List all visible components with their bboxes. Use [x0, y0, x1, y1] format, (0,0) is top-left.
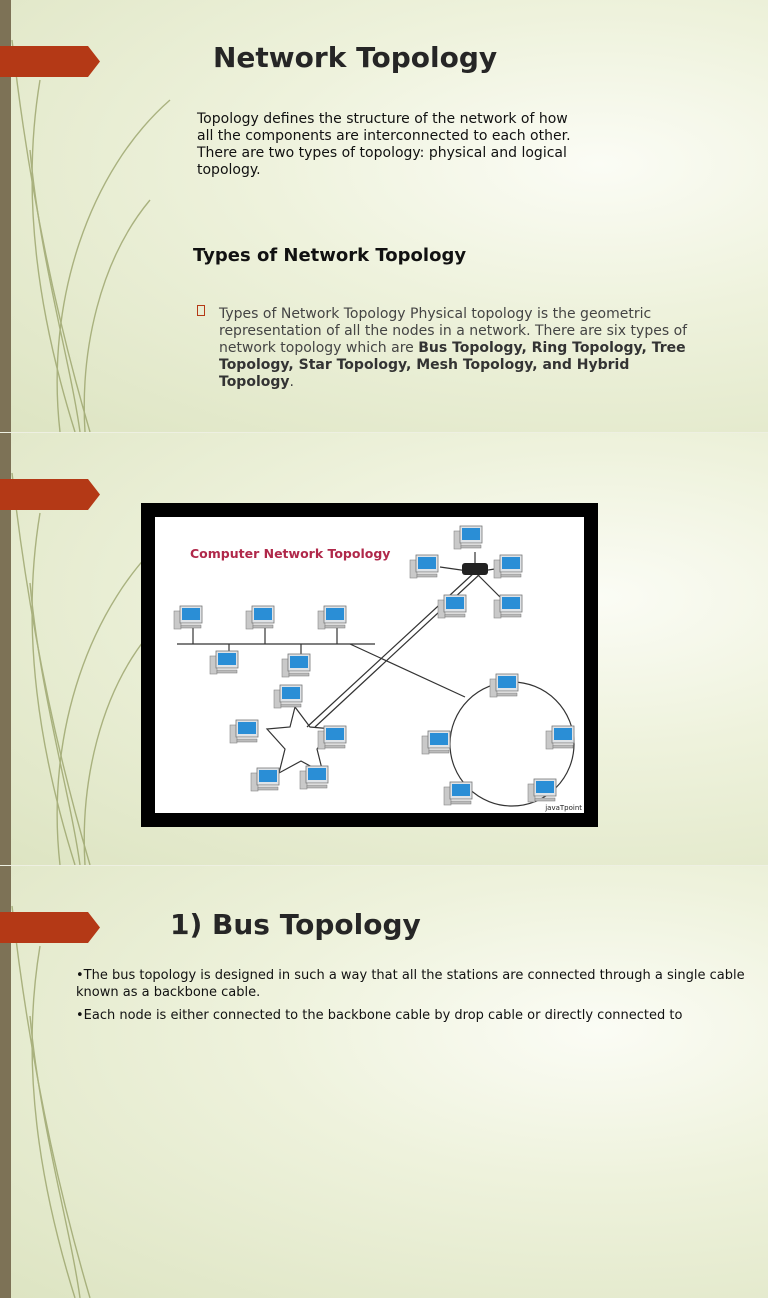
- switch-icon: [462, 563, 488, 575]
- decorative-swoosh: [11, 39, 171, 432]
- slide-left-bar: [0, 0, 11, 432]
- bus-bullet-1: •The bus topology is designed in such a …: [76, 968, 745, 1000]
- section-subtitle: Types of Network Topology: [193, 245, 467, 266]
- topology-diagram-drawing: [173, 525, 575, 807]
- slide-marker: [0, 46, 100, 77]
- bullet-plain-text: Types of Network Topology Physical topol…: [219, 306, 688, 356]
- slide-2[interactable]: Computer Network Topology javaTpoint: [0, 433, 768, 865]
- bullet-bold-text: Bus Topology, Ring Topology, Tree Topolo…: [219, 340, 686, 390]
- slide-marker: [0, 912, 100, 943]
- diagram-watermark: javaTpoint: [545, 804, 582, 812]
- slide-title: 1) Bus Topology: [170, 908, 421, 941]
- bus-bullet-2: •Each node is either connected to the ba…: [76, 1008, 683, 1023]
- slide-1[interactable]: Network Topology Topology defines the st…: [0, 0, 768, 432]
- bullet-icon: [197, 305, 205, 316]
- slide-title: Network Topology: [213, 41, 498, 74]
- decorative-swoosh: [11, 472, 171, 865]
- slide-3[interactable]: 1) Bus Topology •The bus topology is des…: [0, 866, 768, 1298]
- topology-diagram-frame: Computer Network Topology javaTpoint: [141, 503, 598, 827]
- slide-marker: [0, 479, 100, 510]
- bullet-end: .: [289, 374, 294, 390]
- slide-left-bar: [0, 433, 11, 865]
- diagram-title: Computer Network Topology: [190, 546, 391, 561]
- bullet-paragraph: Types of Network Topology Physical topol…: [219, 306, 709, 391]
- intro-paragraph: Topology defines the structure of the ne…: [197, 111, 571, 178]
- topology-diagram: Computer Network Topology javaTpoint: [155, 517, 584, 813]
